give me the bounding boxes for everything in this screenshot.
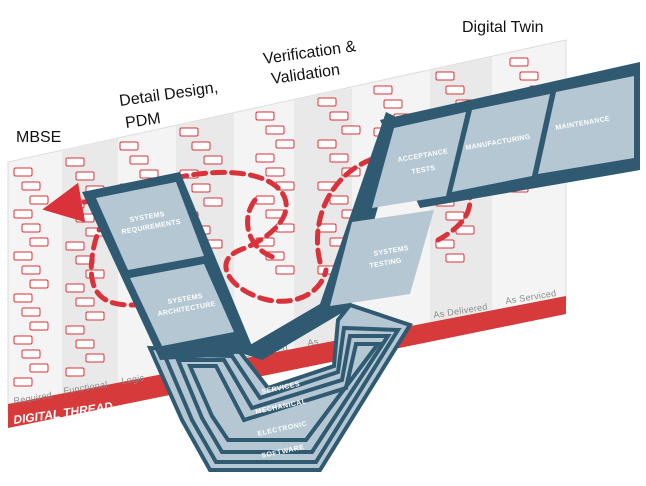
tree-node-box xyxy=(265,167,285,177)
tree-node-box xyxy=(139,169,159,179)
tree-node-box xyxy=(85,269,105,279)
tree-node-box xyxy=(203,155,223,165)
v-boxes: SYSTEMS REQUIREMENTS SYSTEMS ARCHITECTUR… xyxy=(96,76,634,346)
manufacturing-box xyxy=(452,94,550,192)
v-bands xyxy=(146,302,414,472)
tree-node-box xyxy=(519,71,539,81)
tree-node-box xyxy=(29,321,49,331)
tree-node-box xyxy=(191,141,211,151)
tree-node-box xyxy=(129,155,149,165)
tree-node-box xyxy=(65,241,85,251)
tree-node-box xyxy=(317,139,337,149)
tree-node-box xyxy=(75,213,95,223)
tree-node-box xyxy=(13,377,33,387)
tree-node-box xyxy=(65,325,85,335)
tree-node-box xyxy=(373,85,393,95)
tree-node-box xyxy=(21,349,41,359)
tree-node-box xyxy=(13,251,33,261)
tree-node-box xyxy=(29,363,49,373)
tree-node-box xyxy=(435,239,455,249)
tree-node-box xyxy=(275,223,295,233)
tree-node-box xyxy=(13,293,33,303)
digital-thread-bar xyxy=(8,296,566,428)
systems-architecture-box xyxy=(130,264,234,346)
tree-node-box xyxy=(203,197,223,207)
tree-node-box xyxy=(75,339,95,349)
tree-node-box xyxy=(65,367,85,377)
acceptance-tests-line2: TESTS xyxy=(411,165,436,176)
tree-node-box xyxy=(21,181,41,191)
maintenance-box xyxy=(538,76,634,174)
tree-node-box xyxy=(341,125,361,135)
label-detail-design-line1: Detail Design, xyxy=(118,79,219,110)
tree-node-box xyxy=(435,71,455,81)
acceptance-tests-box xyxy=(372,112,466,208)
column-label-as: As xyxy=(307,336,320,348)
tree-node-box xyxy=(29,237,49,247)
tree-node-box xyxy=(509,57,529,67)
tree-node-box xyxy=(13,167,33,177)
tree-node-box xyxy=(29,195,49,205)
tree-node-box xyxy=(13,335,33,345)
tree-node-box xyxy=(265,125,285,135)
label-digital-twin: Digital Twin xyxy=(462,19,544,36)
tree-node-box xyxy=(445,85,465,95)
tree-node-box xyxy=(275,265,295,275)
tree-node-box xyxy=(329,111,349,121)
tree-node-box xyxy=(445,211,465,221)
tree-node-box xyxy=(329,195,349,205)
label-detail-design-line2: PDM xyxy=(124,110,162,132)
tree-node-box xyxy=(329,153,349,163)
tree-node-box xyxy=(21,307,41,317)
tree-node-box xyxy=(21,223,41,233)
tree-node-box xyxy=(65,283,85,293)
tree-node-box xyxy=(255,195,275,205)
tree-node-box xyxy=(65,157,85,167)
tree-node-box xyxy=(317,97,337,107)
tree-node-box xyxy=(255,153,275,163)
tree-node-box xyxy=(85,353,105,363)
tree-node-box xyxy=(255,111,275,121)
tree-node-box xyxy=(29,279,49,289)
tree-node-box xyxy=(383,99,403,109)
label-vv-line1: Verification & xyxy=(262,38,357,68)
label-mbse: MBSE xyxy=(16,129,61,146)
systems-testing-box xyxy=(330,210,434,306)
tree-node-box xyxy=(85,311,105,321)
tree-node-box xyxy=(445,253,465,263)
tree-node-box xyxy=(75,171,95,181)
tree-node-box xyxy=(75,297,95,307)
systems-requirements-box xyxy=(96,182,204,270)
tree-node-box xyxy=(21,265,41,275)
tree-node-box xyxy=(13,209,33,219)
column-label-logic: Logic xyxy=(121,372,145,386)
tree-node-box xyxy=(179,127,199,137)
tree-node-box xyxy=(317,223,337,233)
tree-node-box xyxy=(191,183,211,193)
tree-node-box xyxy=(119,141,139,151)
tree-node-box xyxy=(275,139,295,149)
